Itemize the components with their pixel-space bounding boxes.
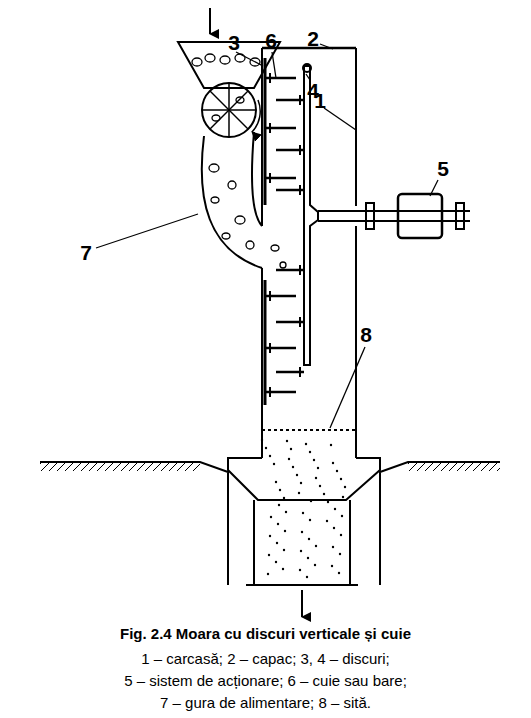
housing-wall xyxy=(261,48,263,226)
legend-line: 7 – gura de alimentare; 8 – sită. xyxy=(0,694,531,712)
pins xyxy=(265,73,304,397)
shaft xyxy=(318,220,470,222)
ground-hatch xyxy=(408,463,500,471)
feed-arrow xyxy=(209,8,211,34)
housing-wall xyxy=(355,430,357,458)
feeder-rotor xyxy=(202,83,256,137)
discharge-arrow xyxy=(301,590,303,617)
callout-number: 7 xyxy=(80,242,92,263)
discharge-funnel xyxy=(228,458,380,500)
leader-lines xyxy=(96,44,438,428)
callout-number: 6 xyxy=(265,30,277,51)
rotor-vanes xyxy=(202,83,256,137)
housing-wall xyxy=(261,430,263,458)
ground xyxy=(40,462,228,585)
shaft xyxy=(318,210,470,212)
bearing xyxy=(366,203,374,229)
ground xyxy=(380,462,500,585)
drive-coupling xyxy=(398,194,442,238)
stationary-disc xyxy=(264,58,267,205)
callout-number: 3 xyxy=(228,32,240,53)
legend-line: 1 – carcasă; 2 – capac; 3, 4 – discuri; xyxy=(0,650,531,668)
bearing xyxy=(456,203,464,229)
legend-line: 5 – sistem de acționare; 6 – cuie sau ba… xyxy=(0,672,531,690)
disc-hub xyxy=(303,64,311,72)
collector xyxy=(246,500,358,585)
powder xyxy=(261,439,346,578)
grains xyxy=(192,54,286,268)
callout-number: 2 xyxy=(307,28,319,49)
callout-number: 1 xyxy=(314,90,326,111)
housing-wall xyxy=(355,48,357,206)
rotation-arrow xyxy=(252,100,260,132)
callout-number: 5 xyxy=(437,158,449,179)
rotating-disc xyxy=(304,66,318,365)
callout-number: 8 xyxy=(360,324,372,345)
stationary-disc xyxy=(264,280,267,405)
feed-chute-inner xyxy=(252,132,262,226)
housing-wall xyxy=(355,226,357,430)
housing-wall xyxy=(261,268,263,430)
ground-hatch xyxy=(40,463,200,471)
sieve xyxy=(262,429,356,431)
figure-caption: Fig. 2.4 Moara cu discuri verticale și c… xyxy=(0,625,531,643)
